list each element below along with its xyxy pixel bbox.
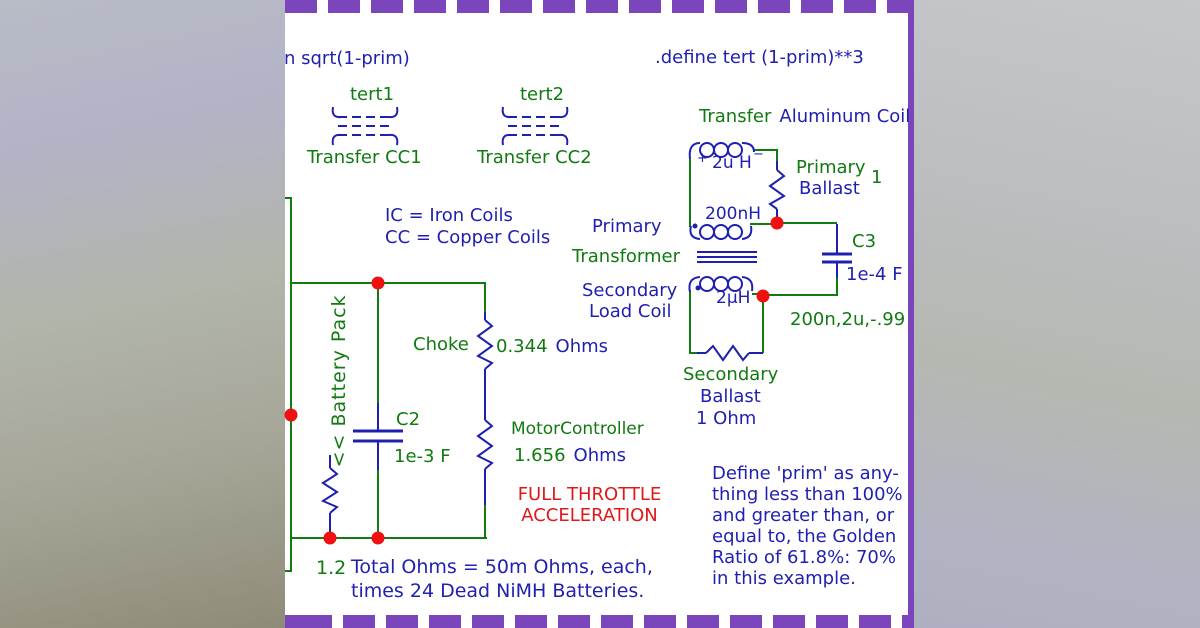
primary-label: Primary: [592, 216, 662, 237]
note-line-4: equal to, the Golden: [712, 526, 897, 547]
note-line-6: in this example.: [712, 568, 856, 589]
battery-resistor-icon: [320, 455, 339, 533]
throttle-line2: ACCELERATION: [521, 504, 658, 526]
load-coil-label: Load Coil: [589, 301, 672, 322]
c2-name: C2: [396, 409, 421, 430]
legend-line1: IC = Iron Coils: [385, 205, 513, 226]
choke-name: Choke: [413, 334, 469, 355]
aluminum-coil-value: 2u H: [712, 153, 752, 173]
c3-name: C3: [852, 231, 877, 252]
primary-ballast-name: Primary: [796, 157, 866, 178]
throttle-annotation: FULL THROTTLE ACCELERATION: [517, 484, 662, 526]
secondary-winding-value: 2µH: [716, 288, 751, 308]
note-line-3: and greater than, or: [712, 505, 895, 526]
choke-resistor-icon: [476, 312, 494, 420]
blurred-background-right: [914, 0, 1200, 628]
coupling-symbol-k2: [501, 106, 569, 146]
coupler1-name: tert1: [350, 84, 395, 105]
coupler1-label: Transfer CC1: [307, 147, 422, 168]
coupling-symbol-k1: [331, 106, 399, 146]
choke-value: 0.344: [496, 336, 548, 357]
blurred-background-left: [0, 0, 285, 628]
primary-winding-value: 200nH: [705, 204, 762, 224]
aluminum-coil-title: Transfer Aluminum Coil: [699, 106, 911, 128]
coil-minus-marker: −: [753, 147, 764, 162]
motorcontroller-name: MotorController: [511, 419, 644, 439]
note-line-2: thing less than 100%: [712, 484, 903, 505]
legend-line2: CC = Copper Coils: [385, 227, 551, 248]
capacitor-c2-icon: [353, 403, 403, 470]
coupler2-label: Transfer CC2: [477, 147, 592, 168]
aluminum-coil-inductor-icon: [688, 142, 755, 160]
battery-note-line1: Total Ohms = 50m Ohms, each,: [351, 556, 653, 578]
secondary-label: Secondary: [582, 280, 678, 301]
note-line-5: Ratio of 61.8%: 70%: [712, 547, 896, 568]
battery-r-value: 1.2: [316, 557, 347, 579]
motorcontroller-value-row: 1.656 Ohms: [514, 445, 627, 467]
throttle-line1: FULL THROTTLE: [517, 484, 662, 505]
connection-nodes: [284, 216, 784, 545]
c2-value: 1e-3 F: [394, 446, 451, 467]
prim-definition-note: Define 'prim' as any- thing less than 10…: [712, 463, 914, 589]
aluminum-coil-title-blue: Aluminum Coil: [779, 106, 911, 127]
coupling-params: 200n,2u,-.99: [790, 309, 906, 330]
battery-note-line2: times 24 Dead NiMH Batteries.: [351, 580, 645, 602]
motorcontroller-resistor-icon: [476, 419, 494, 505]
secondary-winding-inductor-icon: [688, 276, 754, 293]
schematic-panel: [285, 0, 914, 628]
motorcontroller-value: 1.656: [514, 445, 566, 466]
right-border-line: [908, 0, 914, 628]
coil-plus-marker: +: [697, 151, 708, 166]
primary-ballast-name2: Ballast: [799, 178, 860, 199]
top-dashed-border: [285, 0, 914, 13]
bottom-dashed-border: [285, 615, 914, 628]
wires: [285, 149, 838, 572]
c3-value: 1e-4 F: [846, 264, 903, 285]
choke-value-row: 0.344 Ohms: [496, 336, 609, 358]
define-right-text: .define tert (1-prim)**3: [655, 47, 864, 68]
secondary-ballast-name2: Ballast: [700, 386, 761, 407]
transformer-label: Transformer: [572, 246, 681, 267]
note-line-1: Define 'prim' as any-: [712, 463, 899, 484]
secondary-ballast-resistor-icon: [697, 344, 763, 362]
primary-winding-inductor-icon: [689, 223, 753, 240]
motorcontroller-unit: Ohms: [573, 445, 627, 466]
secondary-ballast-name: Secondary: [683, 364, 779, 385]
choke-unit: Ohms: [555, 336, 609, 357]
battery-pack-label: << Battery Pack: [328, 294, 351, 468]
capacitor-c3-icon: [822, 224, 852, 278]
secondary-ballast-value: 1 Ohm: [696, 408, 757, 429]
primary-ballast-resistor-icon: [768, 161, 786, 217]
aluminum-coil-title-green: Transfer: [699, 106, 772, 127]
transformer-core-icon: [697, 251, 757, 263]
coupler2-name: tert2: [520, 84, 565, 105]
primary-ballast-value: 1: [871, 167, 883, 188]
define-left-text: n sqrt(1-prim): [284, 48, 410, 69]
